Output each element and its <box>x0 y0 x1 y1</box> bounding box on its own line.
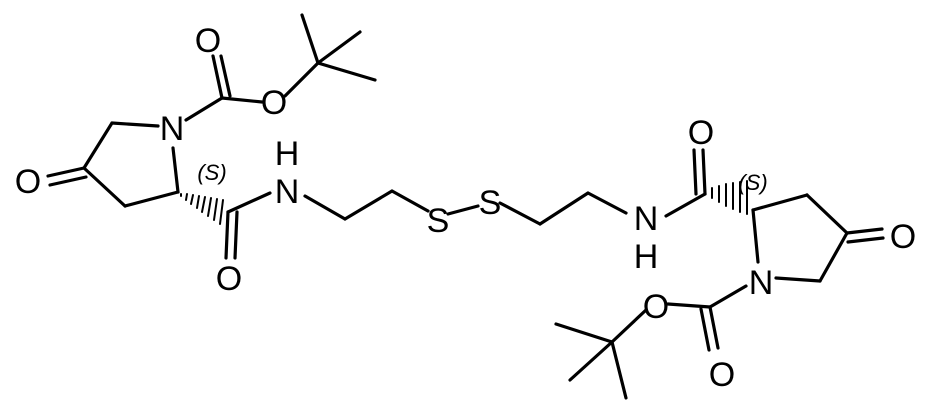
bond <box>343 189 394 221</box>
stereo-descriptor-right: (S) <box>738 170 767 195</box>
bond <box>554 322 614 344</box>
bond <box>283 61 320 98</box>
bond <box>610 308 648 344</box>
bond <box>110 121 160 128</box>
atom-label-s: S <box>427 202 450 240</box>
atom-label-h: H <box>634 238 659 276</box>
atom-label-s: S <box>479 184 502 222</box>
bond <box>220 96 264 104</box>
bond <box>219 54 232 98</box>
bond <box>300 13 320 65</box>
atom-label-h: H <box>275 135 300 173</box>
atom-label-o: O <box>709 356 735 394</box>
right-boc-prolinamide <box>498 148 885 400</box>
bond <box>171 146 180 194</box>
bond <box>233 210 239 260</box>
bond <box>48 175 88 187</box>
bond <box>303 194 347 221</box>
atom-label-n: N <box>749 264 774 302</box>
disulfide-bond <box>446 204 480 216</box>
bond <box>708 284 748 309</box>
bond <box>82 121 114 170</box>
bond <box>226 191 272 214</box>
hashed-wedge-left <box>180 193 224 225</box>
bond <box>774 276 822 283</box>
bond <box>666 302 712 309</box>
atom-label-o: O <box>890 218 916 256</box>
atom-label-o: O <box>15 163 41 201</box>
bond <box>123 190 180 208</box>
bond <box>846 236 885 244</box>
bond <box>664 192 707 218</box>
atom-label-o: O <box>643 288 669 326</box>
bond <box>610 340 628 400</box>
bond <box>538 191 590 226</box>
bond <box>805 193 849 235</box>
bond <box>692 148 698 196</box>
bond <box>568 340 614 382</box>
atom-label-n: N <box>160 110 185 148</box>
bond <box>751 193 809 212</box>
bond <box>586 191 628 215</box>
atom-label-o: O <box>261 84 287 122</box>
atom-label-o: O <box>195 22 221 60</box>
bond <box>211 54 224 100</box>
atom-label-o: O <box>216 260 242 298</box>
bond <box>818 231 849 283</box>
bond <box>699 307 711 352</box>
bond <box>708 305 720 350</box>
bond <box>751 208 760 264</box>
bond <box>390 189 430 213</box>
bond <box>224 210 230 260</box>
bond <box>316 61 377 82</box>
atom-label-o: O <box>688 114 714 152</box>
atom-label-n: N <box>275 173 300 211</box>
bond <box>701 148 707 196</box>
left-boc-prolinamide <box>46 13 430 260</box>
hashed-wedge-right <box>711 180 748 215</box>
bond <box>82 166 127 208</box>
bond <box>845 227 884 235</box>
stereo-descriptor-left: (S) <box>197 160 226 185</box>
bond <box>46 166 86 178</box>
bond <box>184 96 224 122</box>
bond <box>498 201 542 226</box>
atom-label-n: N <box>634 200 659 238</box>
bond <box>316 30 362 65</box>
